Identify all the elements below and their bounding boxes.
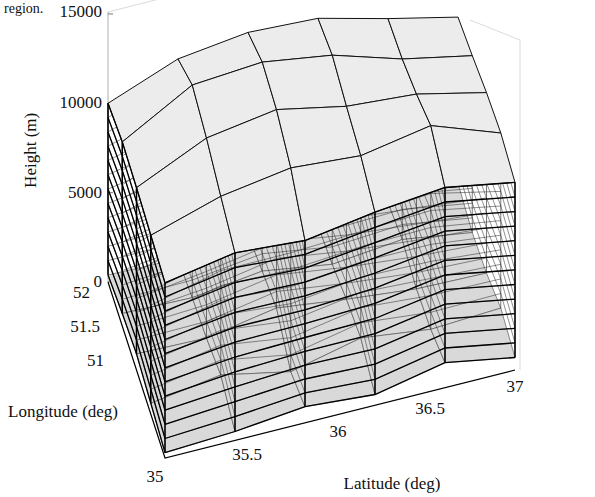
axis-title: Longitude (deg) xyxy=(8,403,118,422)
tick-label: 37 xyxy=(507,378,524,397)
interior-mesh xyxy=(108,17,515,453)
mesh-column xyxy=(108,103,109,275)
axes xyxy=(108,0,520,458)
wall-line xyxy=(165,197,515,297)
tick-label: 5000 xyxy=(68,184,102,203)
tick-label: 52 xyxy=(73,284,90,303)
tick-label: 10000 xyxy=(60,94,103,113)
tick-label: 15000 xyxy=(60,3,103,22)
top-patch xyxy=(151,196,235,283)
height-axis xyxy=(108,12,109,282)
mesh-column xyxy=(375,212,376,394)
top-patch xyxy=(248,18,332,62)
mesh-column xyxy=(305,241,306,407)
wall-column xyxy=(514,182,516,357)
wall-line xyxy=(165,182,515,283)
axis-title: Latitude (deg) xyxy=(344,475,441,494)
wall-column xyxy=(444,187,446,362)
tick-label: 36 xyxy=(330,423,347,442)
top-patch xyxy=(402,56,486,94)
top-patch xyxy=(431,126,515,188)
tick-label: 35 xyxy=(147,468,164,487)
front-walls xyxy=(108,103,515,452)
mesh-column xyxy=(150,235,151,403)
wall-line xyxy=(108,175,165,354)
box-edge xyxy=(470,20,520,40)
top-patch xyxy=(388,17,472,59)
box-edge xyxy=(108,0,470,12)
mesh-column xyxy=(235,253,236,432)
mesh-column xyxy=(165,283,166,453)
tick-label: 51 xyxy=(87,352,104,371)
wall-column xyxy=(122,142,124,314)
wall-column xyxy=(374,212,376,394)
wall-column xyxy=(304,241,306,407)
tick-mark xyxy=(108,13,113,14)
mesh-column xyxy=(445,187,446,362)
axis-title: Height (m) xyxy=(23,112,42,187)
tick-label: 51.5 xyxy=(70,318,100,337)
mesh-column xyxy=(515,182,516,357)
mesh-column xyxy=(136,188,137,354)
tick-label: 0 xyxy=(94,273,103,292)
box-edge xyxy=(520,40,521,370)
top-surface xyxy=(108,17,515,283)
wall-column xyxy=(136,188,138,354)
wall-column xyxy=(164,283,166,453)
top-patch xyxy=(221,168,305,253)
tick-label: 35.5 xyxy=(232,446,262,465)
top-patch xyxy=(262,55,346,109)
wall-column xyxy=(150,235,152,403)
wall-column xyxy=(107,103,109,275)
mesh-column xyxy=(122,142,123,314)
top-patch xyxy=(361,126,445,213)
top-patch xyxy=(291,156,375,241)
caption-fragment: region. xyxy=(4,1,43,16)
wall-column xyxy=(234,253,236,432)
tick-label: 36.5 xyxy=(415,400,445,419)
